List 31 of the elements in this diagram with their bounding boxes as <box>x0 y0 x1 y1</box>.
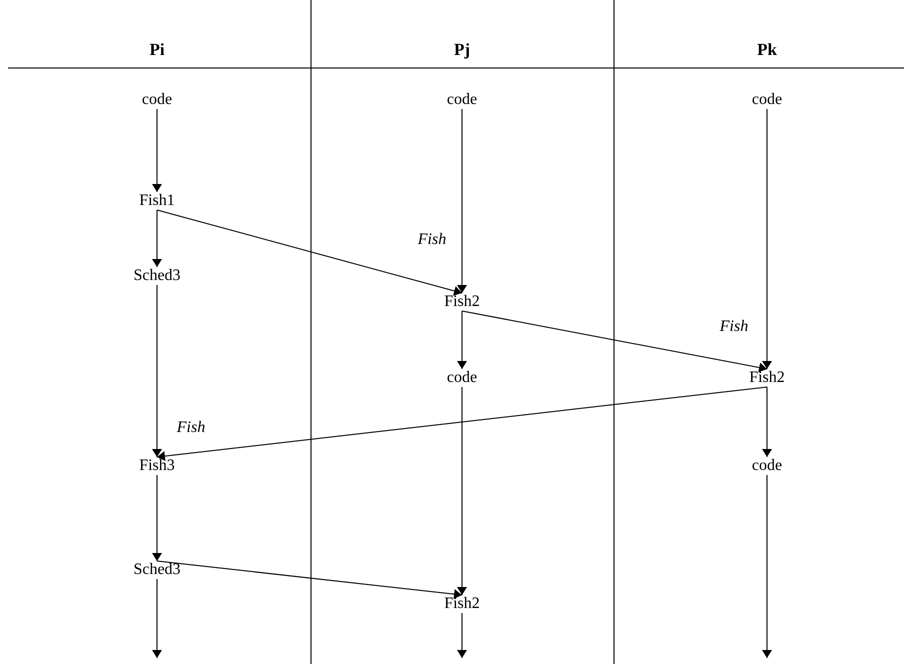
step-label: Fish2 <box>444 293 480 311</box>
arrow <box>458 386 466 596</box>
arrow <box>156 210 462 295</box>
column-header: Pi <box>149 40 165 60</box>
arrow <box>763 386 771 458</box>
arrow <box>153 474 161 562</box>
column-header: Pk <box>757 40 777 60</box>
step-label: code <box>752 91 782 109</box>
step-label: code <box>142 91 172 109</box>
arrow <box>153 210 161 268</box>
arrow <box>156 386 768 460</box>
step-label: Fish3 <box>139 457 175 475</box>
arrow <box>153 578 161 658</box>
step-label: Fish2 <box>444 595 480 613</box>
arrow <box>156 560 462 598</box>
arrow <box>763 474 771 658</box>
arrow <box>153 284 161 458</box>
step-label: code <box>446 91 478 109</box>
arrow <box>458 108 466 294</box>
arrow <box>458 310 466 370</box>
step-label: Fish1 <box>139 192 175 210</box>
arrow <box>462 310 768 372</box>
arrow <box>153 108 161 192</box>
step-label: Fish2 <box>749 369 785 387</box>
step-label: Sched3 <box>133 267 181 285</box>
step-label: code <box>446 369 478 387</box>
step-label: Sched3 <box>133 561 181 579</box>
column-header: Pj <box>454 40 470 60</box>
arrow <box>763 108 771 370</box>
arrow <box>458 612 466 658</box>
step-label: code <box>752 457 782 475</box>
